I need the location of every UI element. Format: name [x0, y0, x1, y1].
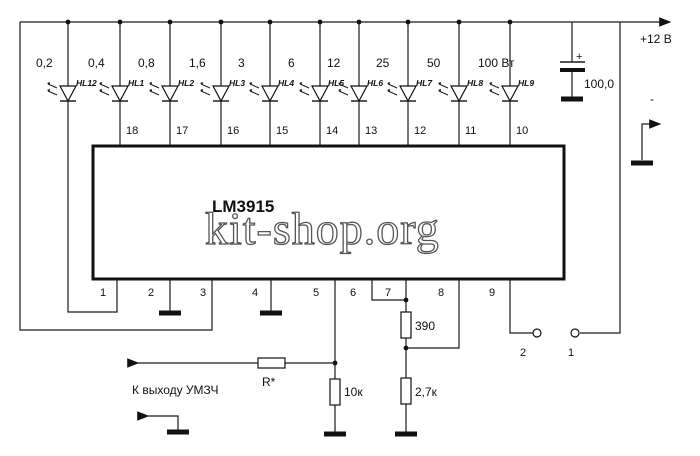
capacitor-plus: +	[576, 51, 582, 63]
led-ref: HL7	[416, 78, 433, 88]
pin-label: 6	[350, 287, 356, 299]
led-ref: HL3	[229, 78, 245, 88]
pin-label: 16	[227, 125, 239, 137]
pin-label: 9	[489, 287, 495, 299]
pin-label: 10	[516, 125, 528, 137]
pin-label: 7	[385, 287, 391, 299]
supply-label: +12 В	[640, 32, 672, 46]
minus-label: -	[650, 92, 654, 106]
pin-label: 18	[126, 125, 138, 137]
pin-label: 11	[465, 125, 476, 137]
chip-body	[91, 144, 566, 281]
power-label: 1,6	[189, 56, 206, 70]
led-ref: HL1	[128, 78, 144, 88]
led-ref: HL4	[278, 78, 294, 88]
r390-label: 390	[415, 319, 435, 333]
pin-label: 8	[438, 287, 444, 299]
power-label: 100 Вт	[478, 56, 515, 70]
power-label: 50	[427, 56, 441, 70]
led-ref: HL2	[178, 78, 194, 88]
pin-label: 2	[148, 287, 154, 299]
power-label: 0,4	[88, 56, 105, 70]
pin-label: 14	[326, 125, 338, 137]
power-label: 6	[288, 56, 295, 70]
power-label: 12	[327, 56, 341, 70]
switch-label-1: 1	[568, 347, 574, 359]
minus-indicator: -	[631, 92, 662, 166]
switch-contact-1[interactable]	[570, 328, 580, 338]
switch-label-2: 2	[520, 347, 526, 359]
switch-contact-2[interactable]	[532, 328, 542, 338]
pin-label: 15	[276, 125, 288, 137]
pin-label: 5	[313, 287, 319, 299]
input-label: К выходу УМЗЧ	[132, 383, 219, 397]
power-label: 25	[376, 56, 390, 70]
capacitor-c1: + 100,0	[560, 22, 614, 102]
pin-label: 3	[200, 287, 206, 299]
resistor-10k	[329, 378, 341, 406]
wire-pin8	[406, 279, 460, 349]
capacitor-value: 100,0	[584, 77, 614, 91]
resistor-390	[400, 311, 412, 339]
led-ref: HL9	[518, 78, 534, 88]
resistor-rstar	[257, 357, 286, 369]
r27k-label: 2,7к	[415, 385, 438, 399]
wire-pin6-7	[371, 279, 406, 301]
pin-label: 13	[365, 125, 377, 137]
power-label: 0,8	[138, 56, 155, 70]
wire-hl12-pin1	[67, 104, 118, 313]
bottom-pins: 1 2 3 4 5 6 7 8 9	[100, 287, 495, 299]
pin-label: 1	[100, 287, 106, 299]
led-ref: HL5	[328, 78, 344, 88]
rstar-label: R*	[262, 375, 276, 389]
pin-label: 17	[176, 125, 188, 137]
pin-label: 12	[414, 125, 426, 137]
resistor-2k7	[400, 377, 412, 405]
power-label: 3	[238, 56, 245, 70]
wire-pin3-supply	[19, 22, 213, 331]
chip-name: LM3915	[212, 197, 274, 216]
led-ref: HL12	[76, 78, 97, 88]
wire-switch-supply	[580, 22, 621, 334]
led-ref: HL6	[367, 78, 383, 88]
wire-pin9	[509, 279, 533, 334]
watermark-text: kit-shop.org	[205, 203, 440, 254]
pin-label: 4	[252, 287, 258, 299]
r10k-label: 10к	[344, 385, 363, 399]
led-ref: HL8	[467, 78, 483, 88]
power-label: 0,2	[36, 56, 53, 70]
